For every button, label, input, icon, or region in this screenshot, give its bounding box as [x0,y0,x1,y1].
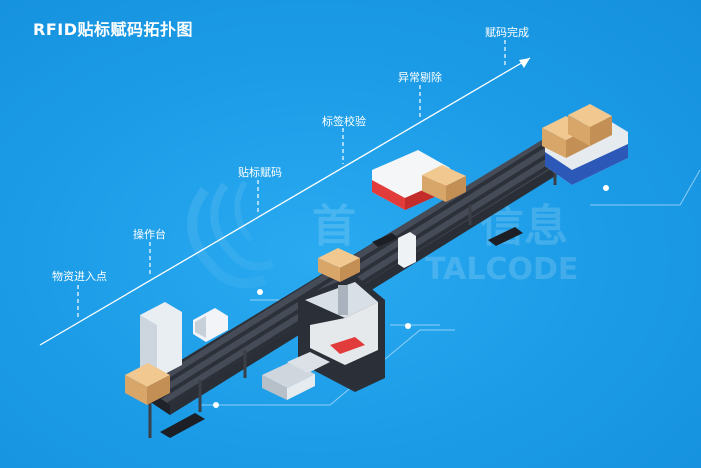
box-final-2 [568,104,612,146]
step-label-rejection: 异常剔除 [398,71,442,84]
network-nodes [213,185,609,408]
watermark-en: TALCODE [425,252,579,287]
sorting-bins [262,352,330,400]
step-label-entry: 物资进入点 [52,270,107,283]
verification-gate [398,232,416,268]
box-mid [318,248,360,282]
step-label-labeling: 贴标赋码 [238,166,282,179]
watermark-cn: 首 [312,201,356,252]
box-rejection [422,165,466,202]
floor-grates [160,227,523,438]
step-label-verification: 标签校验 [322,115,366,128]
box-entry [125,363,170,405]
step-label-complete: 赋码完成 [485,26,529,39]
step-ticks [77,40,506,318]
watermark-logo [187,180,275,289]
entry-cabinet [140,302,228,378]
step-label-console: 操作台 [133,228,166,241]
page-title: RFID贴标赋码拓扑图 [33,20,193,39]
process-arrow [39,57,531,346]
